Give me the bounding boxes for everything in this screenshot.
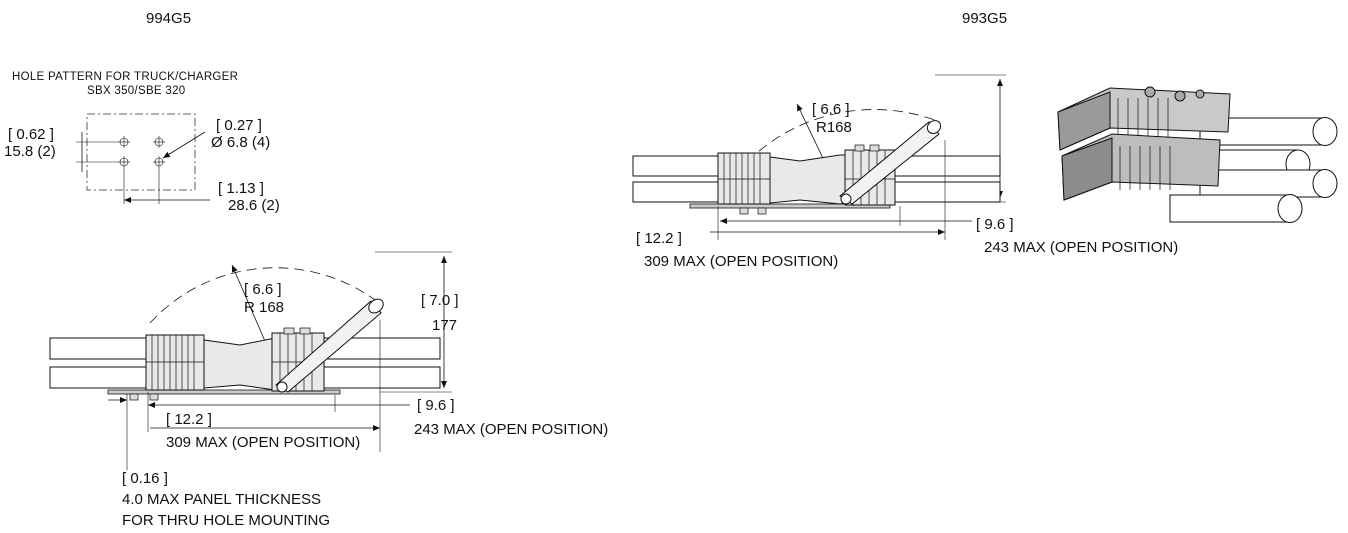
left-length-mm: 309 MAX (OPEN POSITION) <box>166 434 361 451</box>
hole-vertical-spacing-mm: 15.8 (2) <box>4 143 56 160</box>
mounting-hole <box>118 156 130 168</box>
cable <box>1169 194 1303 223</box>
connector-housing <box>717 152 771 205</box>
right-length-inch: [ 12.2 ] <box>636 230 682 247</box>
cable <box>49 366 151 389</box>
left-side-view <box>49 251 452 470</box>
hole-diameter-mm: Ø 6.8 (4) <box>211 134 271 151</box>
left-reach-mm: 243 MAX (OPEN POSITION) <box>414 421 609 438</box>
panel-thickness-inch: [ 0.16 ] <box>122 470 168 487</box>
housing-ribs <box>718 153 770 204</box>
isometric-connector-view <box>1057 86 1338 223</box>
left-height-inch: [ 7.0 ] <box>421 292 459 309</box>
hole-diameter-inch: [ 0.27 ] <box>216 117 262 134</box>
thru-hole-mounting-note: FOR THRU HOLE MOUNTING <box>122 512 331 529</box>
housing-ribs <box>1119 146 1171 190</box>
mounting-hole <box>153 136 165 148</box>
part-number-993g5: 993G5 <box>962 10 1008 27</box>
handle-swing-arc <box>149 267 376 324</box>
part-number-994g5: 994G5 <box>146 10 192 27</box>
cable <box>1199 117 1338 146</box>
right-radius-mm: R168 <box>816 119 852 136</box>
right-reach-inch: [ 9.6 ] <box>976 216 1014 233</box>
mounting-panel <box>107 389 341 395</box>
cable <box>1199 169 1338 198</box>
mounting-panel <box>689 203 891 209</box>
panel-thickness-note: 4.0 MAX PANEL THICKNESS <box>122 491 321 508</box>
cable <box>632 155 724 177</box>
mounting-hole <box>153 156 165 168</box>
mounting-hole <box>118 136 130 148</box>
right-radius-inch: [ 6.6 ] <box>812 101 850 118</box>
left-length-inch: [ 12.2 ] <box>166 411 212 428</box>
connector-body <box>769 154 851 205</box>
right-length-mm: 309 MAX (OPEN POSITION) <box>644 253 839 270</box>
hole-pattern-title: HOLE PATTERN FOR TRUCK/CHARGER <box>12 71 239 83</box>
connector-housing <box>145 334 205 391</box>
cable <box>632 181 724 203</box>
hole-pattern-drawing <box>76 113 210 204</box>
right-side-view <box>632 74 1006 240</box>
left-height-mm: 177 <box>432 317 458 334</box>
hole-horizontal-spacing-mm: 28.6 (2) <box>228 197 280 214</box>
left-radius-inch: [ 6.6 ] <box>244 281 282 298</box>
release-handle <box>839 120 942 205</box>
release-handle <box>275 298 384 393</box>
housing-ribs <box>1117 98 1169 140</box>
left-reach-inch: [ 9.6 ] <box>417 397 455 414</box>
hole-pattern-subtitle: SBX 350/SBE 320 <box>87 85 186 97</box>
hole-vertical-spacing-inch: [ 0.62 ] <box>8 126 54 143</box>
hole-horizontal-spacing-inch: [ 1.13 ] <box>218 180 264 197</box>
cable <box>49 337 151 360</box>
right-reach-mm: 243 MAX (OPEN POSITION) <box>984 239 1179 256</box>
hole-pattern-outline <box>86 113 196 191</box>
left-radius-mm: R 168 <box>244 299 285 316</box>
housing-ribs <box>146 335 204 390</box>
